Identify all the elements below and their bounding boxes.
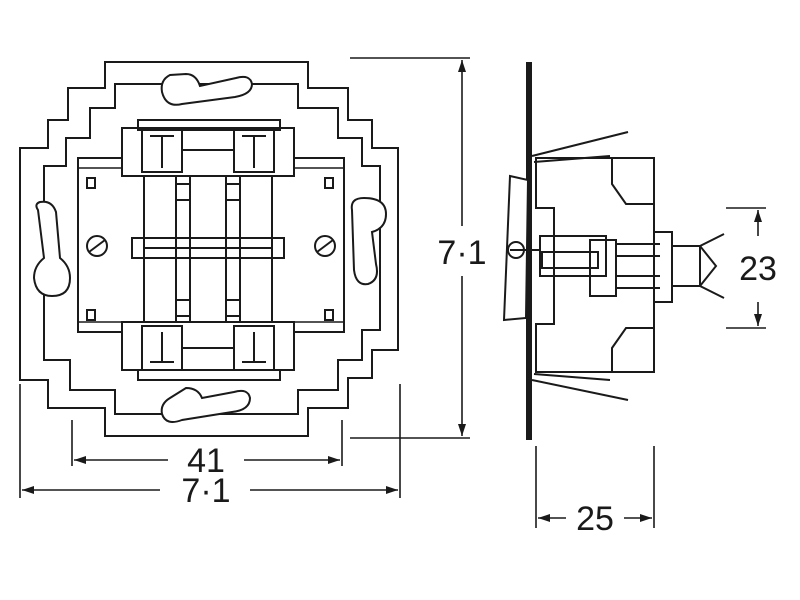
square-hole-br: [324, 309, 334, 321]
front-outer-frame: [19, 61, 399, 437]
dim-label-front-height: 7·1: [437, 234, 486, 272]
screw-right: [314, 235, 336, 257]
front-inner-frame: [43, 83, 381, 415]
mounting-slot-top: [160, 72, 254, 106]
screw-left: [86, 235, 108, 257]
square-hole-tl: [86, 177, 96, 189]
dim-connector: 23: [726, 207, 777, 329]
mechanism-body: [77, 157, 345, 333]
mounting-slot-right: [350, 196, 388, 286]
side-body-bottom-notch: [611, 327, 654, 372]
dim-label-depth: 25: [576, 500, 614, 538]
dim-label-connector: 23: [739, 250, 777, 288]
side-body: [535, 157, 655, 373]
side-inner-slot: [541, 251, 599, 269]
square-hole-tr: [324, 177, 334, 189]
side-body-top-notch: [611, 158, 654, 205]
front-view: [19, 61, 399, 437]
square-hole-bl: [86, 309, 96, 321]
claw-bottom-inner: [533, 373, 611, 381]
side-connector-body: [653, 231, 673, 303]
side-connector-jaw: [699, 245, 718, 287]
mounting-slot-left: [32, 200, 72, 298]
claw-bottom: [531, 379, 629, 401]
claw-top: [531, 131, 629, 157]
dim-front-height: 7·1: [350, 57, 487, 439]
side-inner-cam: [589, 239, 617, 297]
terminal-block-top: [121, 119, 295, 177]
side-inner-block: [539, 235, 607, 277]
dim-label-inner-width: 41: [187, 442, 225, 480]
dim-depth: 25: [535, 446, 655, 538]
mounting-slot-bottom: [160, 386, 252, 423]
dim-inner-width: 41: [71, 420, 343, 480]
terminal-block-bottom: [121, 321, 295, 381]
dim-label-outer-width: 7·1: [181, 472, 230, 510]
side-view: [502, 62, 725, 440]
dim-outer-width: 7·1: [19, 384, 401, 510]
rocker-mechanism: [131, 175, 285, 323]
